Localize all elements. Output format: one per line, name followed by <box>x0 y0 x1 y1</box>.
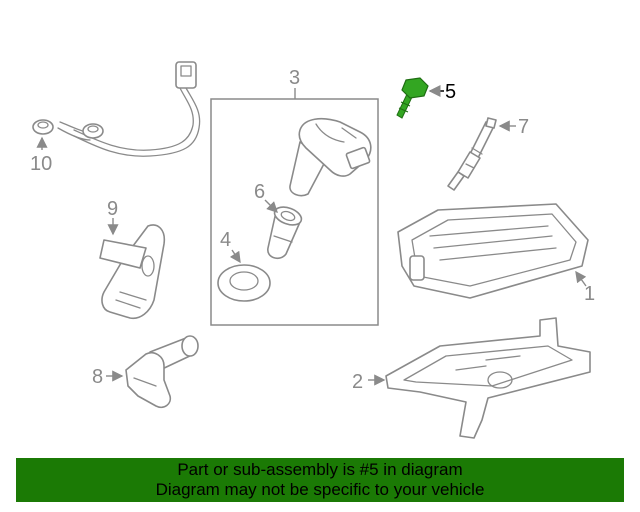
knock-sensor-harness[interactable] <box>32 61 201 157</box>
callout-3: 3 <box>289 67 300 89</box>
callout-7: 7 <box>518 116 529 138</box>
module-bracket[interactable] <box>385 317 591 439</box>
callout-4: 4 <box>220 229 231 251</box>
spark-plug[interactable] <box>447 117 497 191</box>
leader-1 <box>575 270 587 287</box>
banner-line-2: Diagram may not be specific to your vehi… <box>155 480 485 499</box>
callout-10: 10 <box>30 153 52 175</box>
highlighted-bolt[interactable] <box>396 77 429 119</box>
leader-6 <box>264 199 278 213</box>
banner-line-1: Part or sub-assembly is #5 in diagram <box>177 460 463 479</box>
callout-1: 1 <box>584 283 595 305</box>
callout-8: 8 <box>92 366 103 388</box>
leader-4 <box>229 249 241 264</box>
ignition-coil[interactable] <box>289 117 372 197</box>
callout-2: 2 <box>352 371 363 393</box>
callout-6: 6 <box>254 181 265 203</box>
seal-ring[interactable] <box>217 264 271 302</box>
coil-boot[interactable] <box>267 204 304 260</box>
info-banner: Part or sub-assembly is #5 in diagram Di… <box>16 458 624 502</box>
engine-control-module[interactable] <box>397 203 589 299</box>
speed-sensor[interactable] <box>125 335 199 409</box>
callout-5: 5 <box>445 81 456 103</box>
position-sensor[interactable] <box>99 224 166 320</box>
callout-9: 9 <box>107 198 118 220</box>
